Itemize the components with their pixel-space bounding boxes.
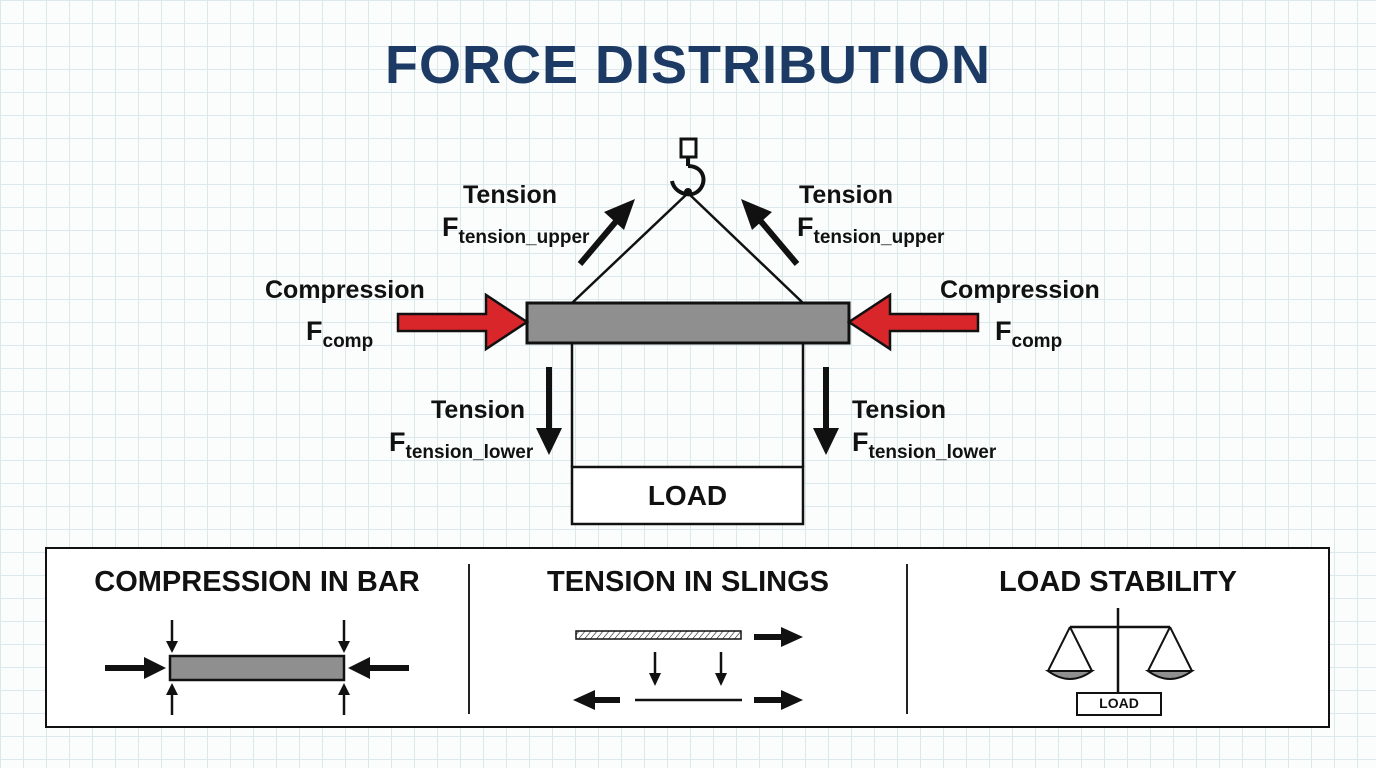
scale-load-box — [1076, 692, 1162, 716]
tension-upper-left-arrow — [577, 199, 635, 266]
tension-upper-right-label: Tension — [799, 181, 893, 209]
pull-arrow-right-icon — [754, 690, 803, 710]
load-box — [570, 465, 805, 526]
compression-right-arrow — [846, 292, 980, 352]
small-arrow-icon — [166, 620, 350, 715]
tension-lower-right-formula: Ftension_lower — [852, 427, 997, 463]
pull-arrow-right-icon — [754, 627, 803, 647]
panel-title-stability: LOAD STABILITY — [999, 566, 1237, 598]
force-diagram — [396, 137, 980, 526]
tension-upper-left-label: Tension — [463, 181, 557, 209]
panel-divider — [906, 564, 908, 714]
pull-arrow-left-icon — [573, 690, 620, 710]
scale-load-label: LOAD — [1099, 695, 1139, 711]
compression-left-label: Compression — [265, 276, 425, 304]
tension-lower-left-label: Tension — [431, 396, 525, 424]
tension-upper-left-formula: Ftension_upper — [442, 212, 590, 248]
balance-scale-icon — [1044, 608, 1196, 716]
push-arrow-right-icon — [348, 657, 409, 679]
tension-slings-illustration — [573, 627, 803, 710]
tension-upper-right-arrow — [741, 199, 800, 266]
panel-title-tension: TENSION IN SLINGS — [547, 566, 829, 598]
panel-title-compression: COMPRESSION IN BAR — [94, 566, 420, 598]
tension-lower-left-arrow — [536, 367, 562, 455]
crane-hook-icon — [670, 137, 706, 197]
tension-lower-right-arrow — [813, 367, 839, 455]
compression-left-formula: Fcomp — [306, 316, 374, 352]
sling-strap — [575, 630, 742, 640]
compression-right-label: Compression — [940, 276, 1100, 304]
push-arrow-left-icon — [105, 657, 166, 679]
compression-bar-illustration — [105, 620, 409, 715]
upper-sling-right — [687, 192, 804, 304]
compression-left-arrow — [396, 292, 530, 352]
tension-lower-left-formula: Ftension_lower — [389, 427, 534, 463]
small-arrow-icon — [649, 652, 727, 686]
upper-sling-left — [571, 192, 689, 304]
load-label: LOAD — [647, 480, 728, 511]
compression-bar — [168, 654, 346, 682]
tension-upper-right-formula: Ftension_upper — [797, 212, 945, 248]
compression-right-formula: Fcomp — [995, 316, 1063, 352]
panel-divider — [468, 564, 470, 714]
page-title: FORCE DISTRIBUTION — [385, 35, 991, 95]
tension-lower-right-label: Tension — [852, 396, 946, 424]
spreader-bar — [525, 301, 851, 345]
